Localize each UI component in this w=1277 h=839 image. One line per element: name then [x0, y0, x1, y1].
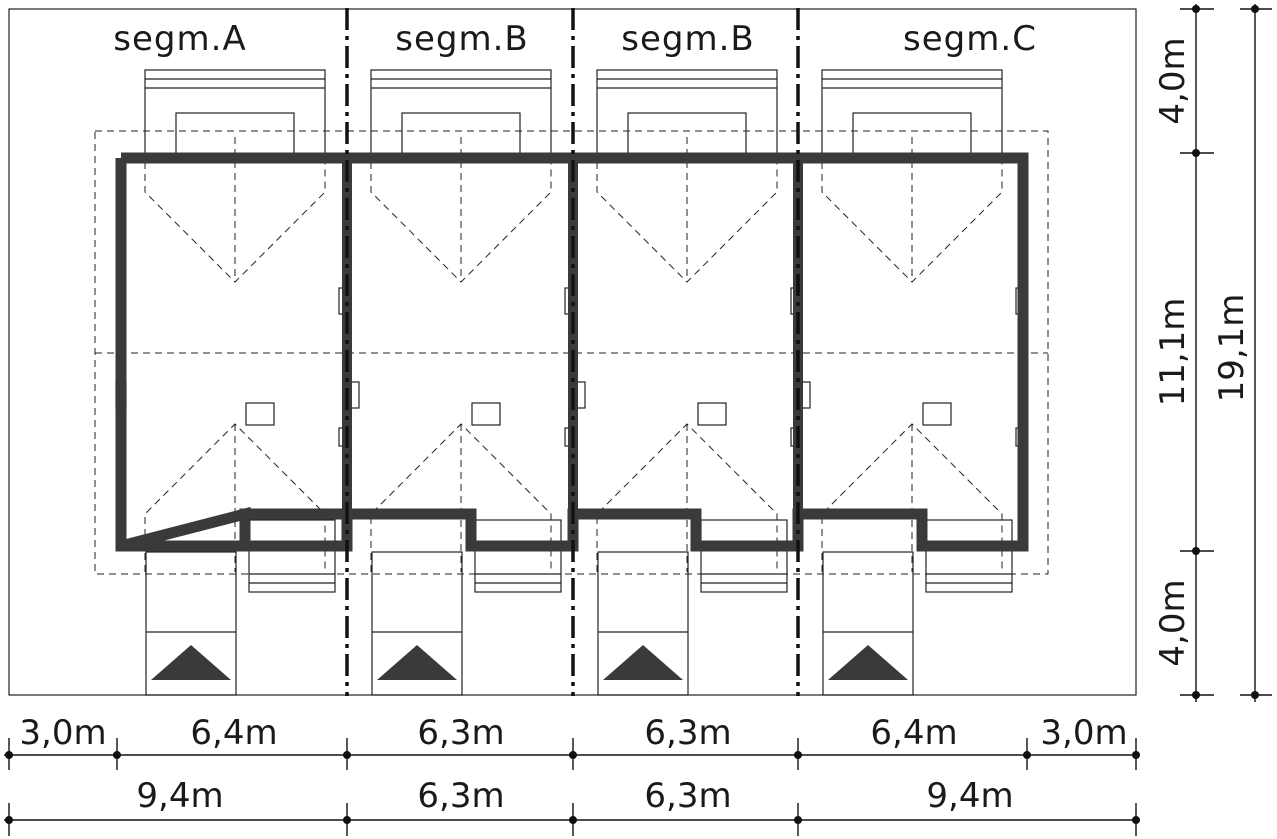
driveway-1	[145, 551, 237, 696]
dim-right-total: 19,1m	[1212, 294, 1252, 403]
driveway-3	[597, 551, 689, 696]
dimension-row-bottom	[4, 803, 1140, 836]
terrace-door-4	[852, 112, 972, 155]
garage-arrow-icon	[377, 645, 457, 680]
chimney-1	[245, 402, 275, 426]
dim-right-1: 4,0m	[1153, 37, 1193, 124]
dim-top-3: 6,3m	[417, 713, 504, 753]
dim-top-6: 3,0m	[1040, 713, 1127, 753]
segment-label-2: segm.B	[395, 19, 528, 59]
chimney-4	[922, 402, 952, 426]
window-2	[350, 381, 360, 409]
dimension-column-inner	[1180, 4, 1214, 702]
dim-right-3: 4,0m	[1153, 579, 1193, 666]
dim-top-1: 3,0m	[19, 713, 106, 753]
dim-top-4: 6,3m	[644, 713, 731, 753]
dim-top-5: 6,4m	[870, 713, 957, 753]
garage-arrow-icon	[828, 645, 908, 680]
driveway-2	[371, 551, 463, 696]
entrance-2	[474, 519, 562, 593]
dim-right-2: 11,1m	[1153, 298, 1193, 407]
window-4	[801, 381, 811, 409]
garage-arrow-icon	[151, 645, 231, 680]
entrance-1	[248, 519, 336, 593]
dim-bottom-1: 9,4m	[136, 776, 223, 816]
segment-label-1: segm.A	[113, 19, 246, 59]
entrance-3	[700, 519, 788, 593]
terrace-door-3	[627, 112, 747, 155]
exterior-wall-outline	[115, 152, 1029, 552]
segment-label-4: segm.C	[903, 19, 1037, 59]
driveway-4	[822, 551, 914, 696]
segment-label-3: segm.B	[621, 19, 754, 59]
window-3	[576, 381, 586, 409]
chimney-2	[471, 402, 501, 426]
terrace-door-1	[175, 112, 295, 155]
garage-arrow-icon	[603, 645, 683, 680]
dim-top-2: 6,4m	[190, 713, 277, 753]
chimney-3	[697, 402, 727, 426]
dimension-row-top	[4, 738, 1140, 770]
dimension-column-total	[1240, 4, 1272, 702]
dim-bottom-4: 9,4m	[926, 776, 1013, 816]
entrance-4	[925, 519, 1013, 593]
dim-bottom-3: 6,3m	[644, 776, 731, 816]
terrace-door-2	[401, 112, 521, 155]
dim-bottom-2: 6,3m	[417, 776, 504, 816]
